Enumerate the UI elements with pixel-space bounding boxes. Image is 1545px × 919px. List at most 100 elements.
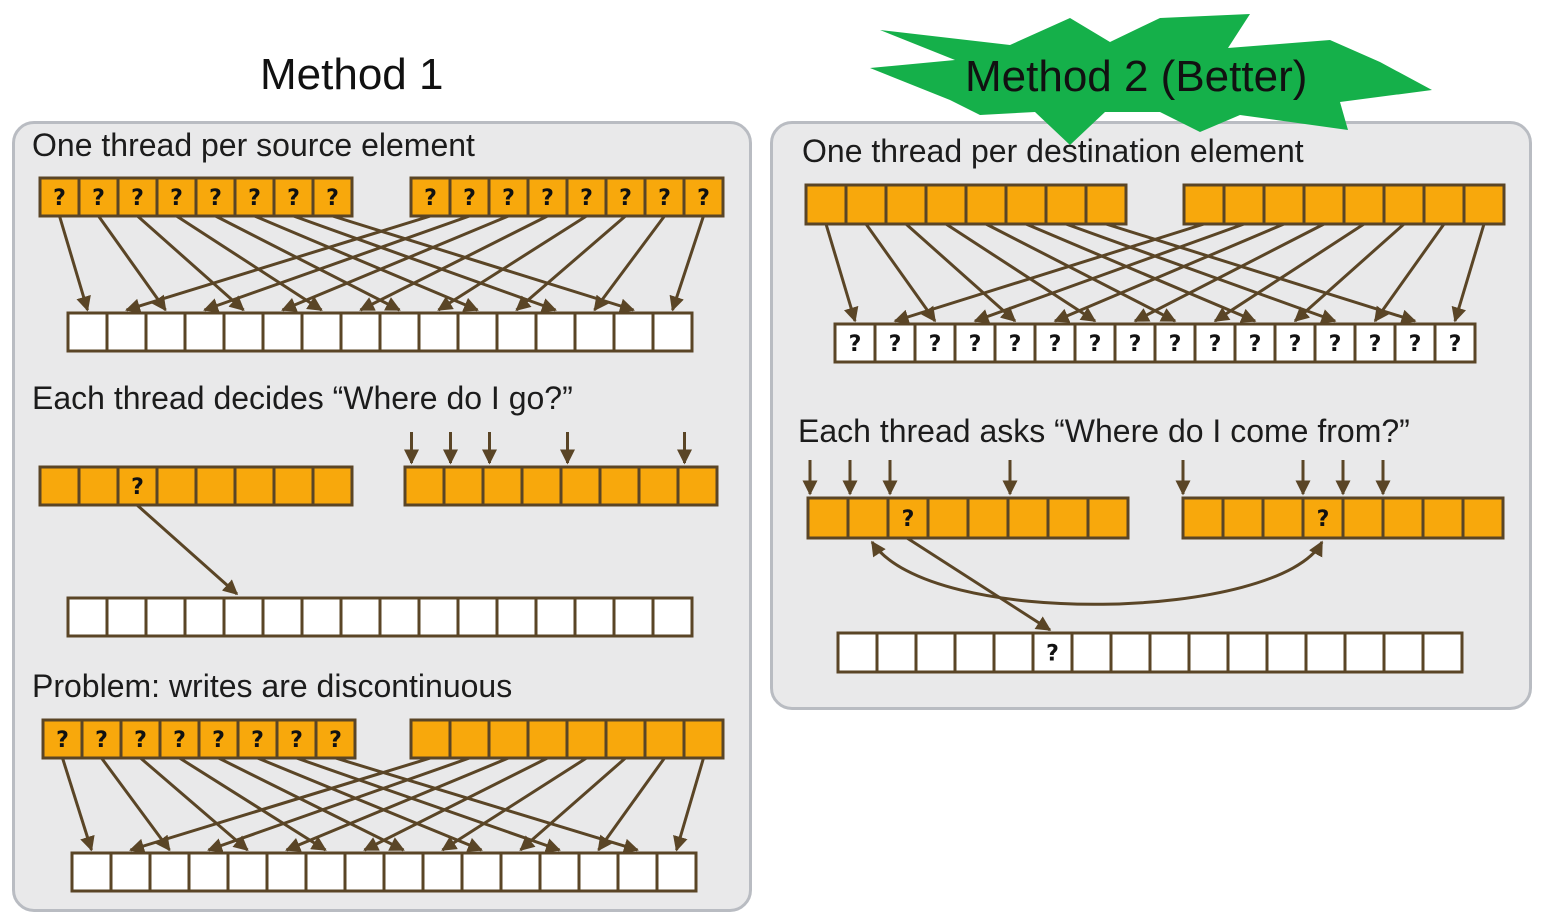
destination-cell — [655, 851, 698, 893]
scatter-arrow — [1065, 222, 1337, 324]
scatter-arrow — [973, 222, 1245, 324]
gather-arc-arrow — [870, 540, 1324, 606]
source-cell — [194, 465, 237, 507]
destination-cell — [456, 596, 499, 638]
method1-title: Method 1 — [260, 50, 444, 99]
scatter-arrow — [58, 215, 91, 312]
destination-cell — [1109, 631, 1152, 674]
destination-cell — [222, 596, 265, 638]
source-cell — [926, 496, 970, 540]
source-cell — [233, 465, 276, 507]
destination-cell — [1433, 322, 1477, 364]
source-cell — [806, 496, 850, 540]
unknown-index-marker: ? — [170, 186, 183, 211]
source-cell — [155, 176, 198, 218]
destination-cell — [105, 596, 148, 638]
unknown-index-marker: ? — [424, 186, 437, 211]
destination-cell — [66, 311, 109, 353]
source-cell — [565, 718, 608, 760]
scatter-arrow — [100, 757, 171, 852]
unknown-index-marker: ? — [580, 186, 593, 211]
scatter-arrow — [256, 756, 483, 852]
unknown-index-marker: ? — [134, 728, 147, 753]
source-cell — [311, 176, 354, 218]
scatter-arrow — [217, 756, 405, 852]
source-cell — [964, 183, 1008, 226]
method1-step2-caption: Each thread decides “Where do I go?” — [32, 380, 573, 416]
unknown-index-marker: ? — [1089, 332, 1102, 357]
destination-cell — [226, 851, 269, 893]
source-cell — [1261, 496, 1305, 540]
source-cell — [38, 465, 81, 507]
unknown-index-marker: ? — [209, 186, 222, 211]
unknown-index-marker: ? — [287, 186, 300, 211]
source-cell — [1006, 496, 1050, 540]
destination-cell — [105, 311, 148, 353]
source-cell — [272, 176, 315, 218]
unknown-index-marker: ? — [1009, 332, 1022, 357]
scatter-arrow — [129, 756, 431, 854]
unknown-index-marker: ? — [658, 186, 671, 211]
source-cell — [884, 183, 928, 226]
scatter-arrow — [125, 214, 431, 314]
scatter-arrow — [441, 756, 588, 852]
unknown-index-marker: ? — [1046, 642, 1059, 667]
unknown-index-marker: ? — [290, 728, 303, 753]
source-cell — [1422, 183, 1466, 226]
scatter-arrow — [1373, 223, 1446, 323]
unknown-index-marker: ? — [131, 475, 144, 500]
destination-cell — [343, 851, 386, 893]
destination-cell — [265, 851, 308, 893]
destination-cell — [953, 631, 996, 674]
scatter-arrow — [292, 214, 557, 313]
destination-cell — [1304, 631, 1347, 674]
destination-cell — [148, 851, 191, 893]
scatter-arrow — [1293, 222, 1405, 323]
source-cell — [272, 465, 315, 507]
destination-cell — [833, 322, 877, 364]
destination-cell — [1353, 322, 1397, 364]
scatter-arrow — [669, 215, 705, 312]
destination-cell — [1382, 631, 1425, 674]
scatter-arrow — [214, 214, 401, 312]
destination-cell — [1265, 631, 1308, 674]
unknown-index-marker: ? — [969, 332, 982, 357]
source-cell — [1421, 496, 1465, 540]
scatter-arrow — [178, 756, 327, 852]
destination-cell — [144, 311, 187, 353]
source-cell — [1341, 496, 1385, 540]
destination-cell — [378, 311, 421, 353]
source-cell — [1381, 496, 1425, 540]
method1-panel — [12, 121, 752, 912]
scatter-arrow — [175, 214, 323, 312]
unknown-index-marker: ? — [1249, 332, 1262, 357]
source-cell — [403, 465, 446, 507]
source-cell — [409, 718, 452, 760]
unknown-index-marker: ? — [173, 728, 186, 753]
destination-cell — [534, 311, 577, 353]
scatter-arrow — [593, 215, 666, 312]
destination-cell — [577, 851, 620, 893]
source-cell — [1046, 496, 1090, 540]
destination-cell — [1226, 631, 1269, 674]
source-cell — [966, 496, 1010, 540]
destination-cell — [573, 596, 616, 638]
scatter-arrow — [519, 756, 627, 852]
destination-cell — [183, 596, 226, 638]
scatter-arrow — [253, 214, 479, 312]
scatter-arrow — [1451, 223, 1486, 323]
unknown-index-marker: ? — [1317, 507, 1330, 532]
source-cell — [1262, 183, 1306, 226]
destination-cell — [1193, 322, 1237, 364]
scatter-arrow — [673, 757, 705, 852]
source-cell — [1461, 496, 1505, 540]
unknown-index-marker: ? — [1169, 332, 1182, 357]
source-cell — [481, 465, 524, 507]
scatter-arrow — [1053, 222, 1285, 323]
unknown-index-marker: ? — [463, 186, 476, 211]
source-cell — [1382, 183, 1426, 226]
scatter-arrow — [335, 756, 639, 854]
source-cell — [155, 465, 198, 507]
scatter-arrow — [97, 215, 167, 312]
destination-cell — [1073, 322, 1117, 364]
